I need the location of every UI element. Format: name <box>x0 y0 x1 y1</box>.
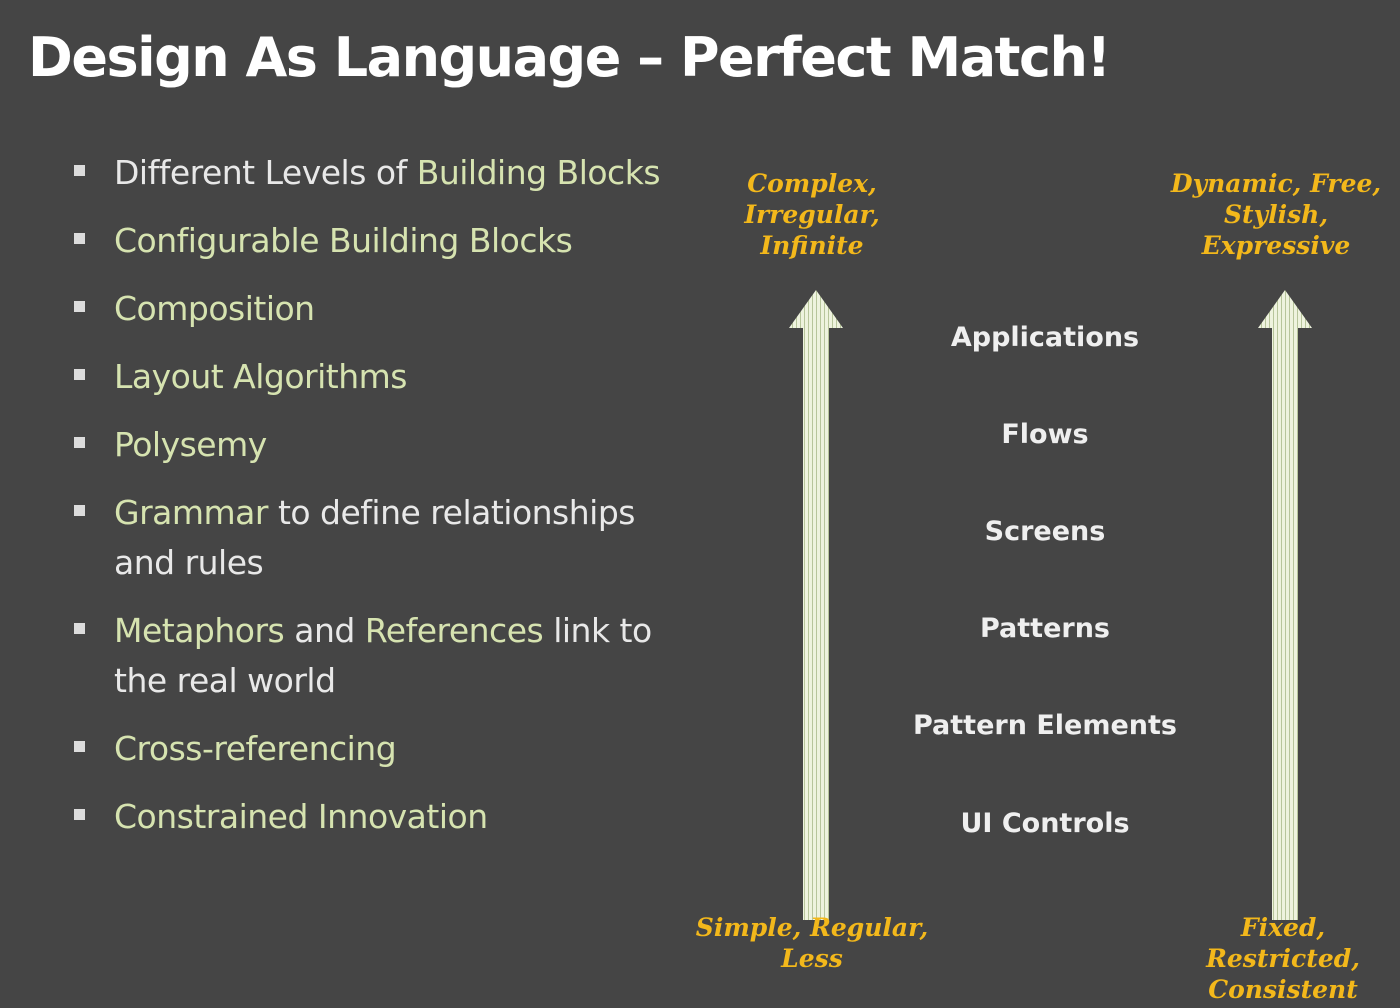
bullet-text: and <box>284 611 365 650</box>
level-patterns: Patterns <box>979 613 1111 644</box>
bullet-item: Composition <box>72 284 692 334</box>
level-screens: Screens <box>984 516 1106 547</box>
bullet-square-icon <box>74 505 85 516</box>
bullet-square-icon <box>74 301 85 312</box>
bullet-highlight-text: Cross-referencing <box>114 729 397 768</box>
bullet-highlight-text: Configurable Building Blocks <box>114 221 573 260</box>
level-pattern-elements: Pattern Elements <box>912 710 1177 741</box>
right-up-arrow <box>1258 290 1312 920</box>
bullet-item: Polysemy <box>72 420 692 470</box>
bullet-item: Different Levels of Building Blocks <box>72 148 692 198</box>
slide-title: Design As Language – Perfect Match! <box>28 26 1111 89</box>
bullet-square-icon <box>74 623 85 634</box>
level-flows: Flows <box>1001 419 1089 450</box>
level-ui-controls: UI Controls <box>960 808 1130 839</box>
bullet-highlight-text: Metaphors <box>114 611 285 650</box>
right-axis-bottom-label: Fixed, Restricted, Consistent <box>1206 913 1360 1004</box>
bullet-highlight-text: Polysemy <box>114 425 267 464</box>
bullet-item: Cross-referencing <box>72 724 692 774</box>
bullet-highlight-text: References <box>364 611 544 650</box>
bullet-item: Layout Algorithms <box>72 352 692 402</box>
bullet-square-icon <box>74 741 85 752</box>
bullet-highlight-text: Constrained Innovation <box>114 797 488 836</box>
bullet-highlight-text: Composition <box>114 289 315 328</box>
level-applications: Applications <box>950 322 1140 353</box>
bullet-item: Grammar to define relationships and rule… <box>72 488 692 588</box>
bullet-item: Constrained Innovation <box>72 792 692 842</box>
bullet-square-icon <box>74 233 85 244</box>
bullet-text: to define relationships and rules <box>114 493 635 582</box>
left-axis-bottom-label: Simple, Regular, Less <box>695 913 929 973</box>
left-axis-top-label: Complex, Irregular, Infinite <box>744 169 880 260</box>
bullet-highlight-text: Grammar <box>114 493 268 532</box>
left-up-arrow <box>789 290 843 920</box>
bullet-highlight-text: Layout Algorithms <box>114 357 407 396</box>
bullet-square-icon <box>74 437 85 448</box>
bullet-square-icon <box>74 809 85 820</box>
bullet-square-icon <box>74 165 85 176</box>
bullet-text: Different Levels of <box>114 153 417 192</box>
bullet-square-icon <box>74 369 85 380</box>
right-axis-top-label: Dynamic, Free, Stylish, Expressive <box>1170 169 1382 260</box>
bullet-highlight-text: Building Blocks <box>416 153 661 192</box>
bullet-text: link to the real world <box>114 611 652 700</box>
bullet-item: Metaphors and References link to the rea… <box>72 606 692 706</box>
bullet-item: Configurable Building Blocks <box>72 216 692 266</box>
